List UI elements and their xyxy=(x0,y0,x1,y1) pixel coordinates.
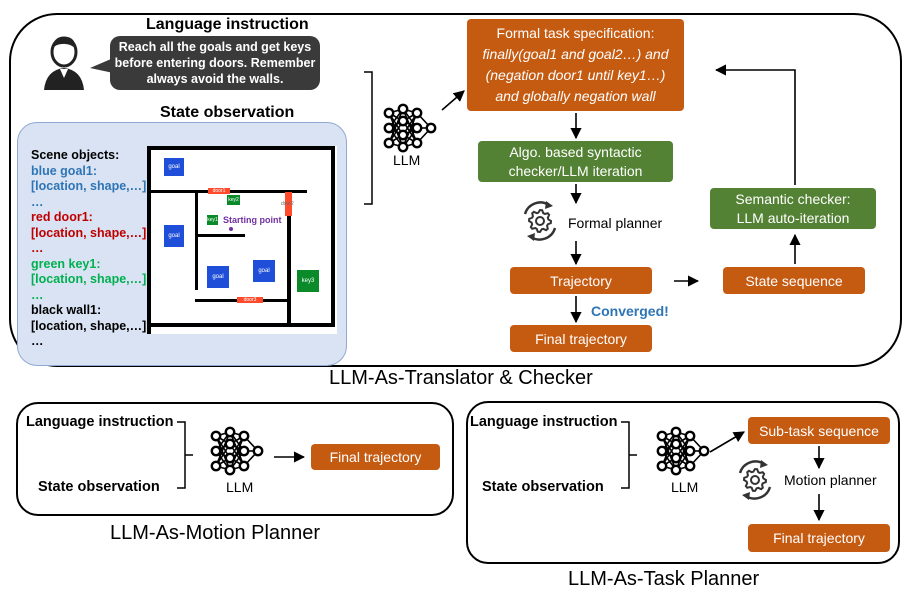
task-bracket xyxy=(621,421,637,489)
goal-marker: goal xyxy=(207,266,229,288)
formal-spec-box: Formal task specification: finally(goal1… xyxy=(467,19,684,111)
spec-line: finally(goal1 and goal2…) and xyxy=(482,46,669,62)
scene-objects-list: Scene objects: blue goal1: [location, sh… xyxy=(31,148,146,350)
key-label: key2 xyxy=(228,197,239,203)
spec-line: and globally negation wall xyxy=(495,88,656,104)
goal-label: goal xyxy=(168,233,180,239)
spec-line: Formal task specification: xyxy=(496,25,655,41)
goal-label: goal xyxy=(212,274,224,280)
task-final-trajectory-box: Final trajectory xyxy=(748,524,890,552)
goal-label: goal xyxy=(258,268,270,274)
task-state-label: State observation xyxy=(482,479,604,495)
motion-final-trajectory-text: Final trajectory xyxy=(329,449,422,465)
speech-line: before entering doors. Remember xyxy=(114,56,316,70)
semantic-checker-box: Semantic checker: LLM auto-iteration xyxy=(710,188,876,229)
task-language-label: Language instruction xyxy=(470,414,618,430)
key-label: key3 xyxy=(301,278,315,284)
key-marker: key2 xyxy=(227,195,240,205)
door-label: door3 xyxy=(243,297,257,303)
key-label: key1 xyxy=(207,217,218,223)
starting-point-label: Starting point xyxy=(223,215,282,225)
subtask-sequence-box: Sub-task sequence xyxy=(748,417,890,444)
gear-icon xyxy=(519,200,561,242)
semantic-line: Semantic checker: xyxy=(735,190,851,207)
motion-bracket xyxy=(177,421,193,489)
wall xyxy=(287,190,291,327)
door-marker: door1 xyxy=(208,188,230,194)
scene-line: [location, shape,…] xyxy=(31,179,147,193)
scene-line: … xyxy=(31,241,44,255)
neural-net-icon xyxy=(656,426,710,476)
converged-label: Converged! xyxy=(591,303,669,319)
door-label: door2 xyxy=(281,201,294,207)
state-sequence-text: State sequence xyxy=(745,272,843,289)
starting-point-dot xyxy=(229,227,233,231)
wall xyxy=(195,234,245,237)
goal-marker: goal xyxy=(164,158,184,176)
scene-line: red door1: xyxy=(31,210,93,224)
task-final-trajectory-text: Final trajectory xyxy=(773,530,865,546)
motion-caption: LLM-As-Motion Planner xyxy=(110,522,321,544)
goal-marker: goal xyxy=(253,260,275,282)
key-marker: key1 xyxy=(207,215,218,225)
goal-marker: goal xyxy=(164,225,184,247)
goal-label: goal xyxy=(168,164,180,170)
scene-line: green key1: xyxy=(31,256,101,271)
scene-line: Scene objects: xyxy=(31,148,120,162)
scene-line: … xyxy=(31,194,44,209)
scene-line: [location, shape,…] xyxy=(31,318,147,333)
trajectory-text: Trajectory xyxy=(550,272,612,289)
motion-language-label: Language instruction xyxy=(26,414,174,430)
trajectory-box: Trajectory xyxy=(510,267,652,294)
motion-final-trajectory-box: Final trajectory xyxy=(311,444,440,470)
translator-caption: LLM-As-Translator & Checker xyxy=(329,367,593,389)
language-instruction-title: Language instruction xyxy=(146,16,309,33)
speech-line: always avoid the walls. xyxy=(146,72,284,86)
llm-label: LLM xyxy=(226,479,254,495)
motion-arrow xyxy=(274,451,306,463)
scene-line: [location, shape,…] xyxy=(31,225,147,240)
formal-planner-label: Formal planner xyxy=(568,215,663,231)
wall xyxy=(147,146,151,334)
scene-line: [location, shape,…] xyxy=(31,272,147,286)
state-observation-title: State observation xyxy=(160,104,295,121)
wall xyxy=(331,146,335,327)
scene-line: … xyxy=(31,287,44,302)
door-marker xyxy=(285,192,292,216)
scene-line: black wall1: xyxy=(31,303,102,317)
subtask-text: Sub-task sequence xyxy=(759,422,879,439)
motion-planner-label: Motion planner xyxy=(784,472,877,488)
syntactic-line: Algo. based syntactic xyxy=(509,143,642,160)
syntactic-line: checker/LLM iteration xyxy=(508,162,643,179)
syntactic-checker-box: Algo. based syntactic checker/LLM iterat… xyxy=(478,141,673,182)
neural-net-icon xyxy=(383,103,437,153)
key-marker: key3 xyxy=(297,270,319,292)
speech-line: Reach all the goals and get keys xyxy=(118,40,312,54)
wall xyxy=(195,190,198,290)
llm-label: LLM xyxy=(393,152,421,168)
gear-icon xyxy=(734,459,776,501)
motion-state-label: State observation xyxy=(38,479,160,495)
semantic-line: LLM auto-iteration xyxy=(736,209,850,226)
final-trajectory-box: Final trajectory xyxy=(510,325,652,352)
state-sequence-box: State sequence xyxy=(723,267,865,294)
wall xyxy=(147,146,335,150)
scene-line: blue goal1: xyxy=(31,163,97,178)
llm-label: LLM xyxy=(671,479,699,495)
final-trajectory-text: Final trajectory xyxy=(535,330,627,347)
task-caption: LLM-As-Task Planner xyxy=(568,568,760,590)
speech-bubble: Reach all the goals and get keys before … xyxy=(110,36,320,90)
maze-map: goal goal goal goal door1 door2 door3 ke… xyxy=(147,146,337,334)
neural-net-icon xyxy=(210,426,264,476)
input-bracket xyxy=(364,71,373,205)
spec-line: (negation door1 until key1…) xyxy=(485,67,666,83)
person-icon xyxy=(40,32,88,92)
door-label: door1 xyxy=(212,188,226,194)
scene-line: … xyxy=(31,334,44,348)
wall xyxy=(147,323,335,327)
door-marker: door3 xyxy=(237,297,263,303)
